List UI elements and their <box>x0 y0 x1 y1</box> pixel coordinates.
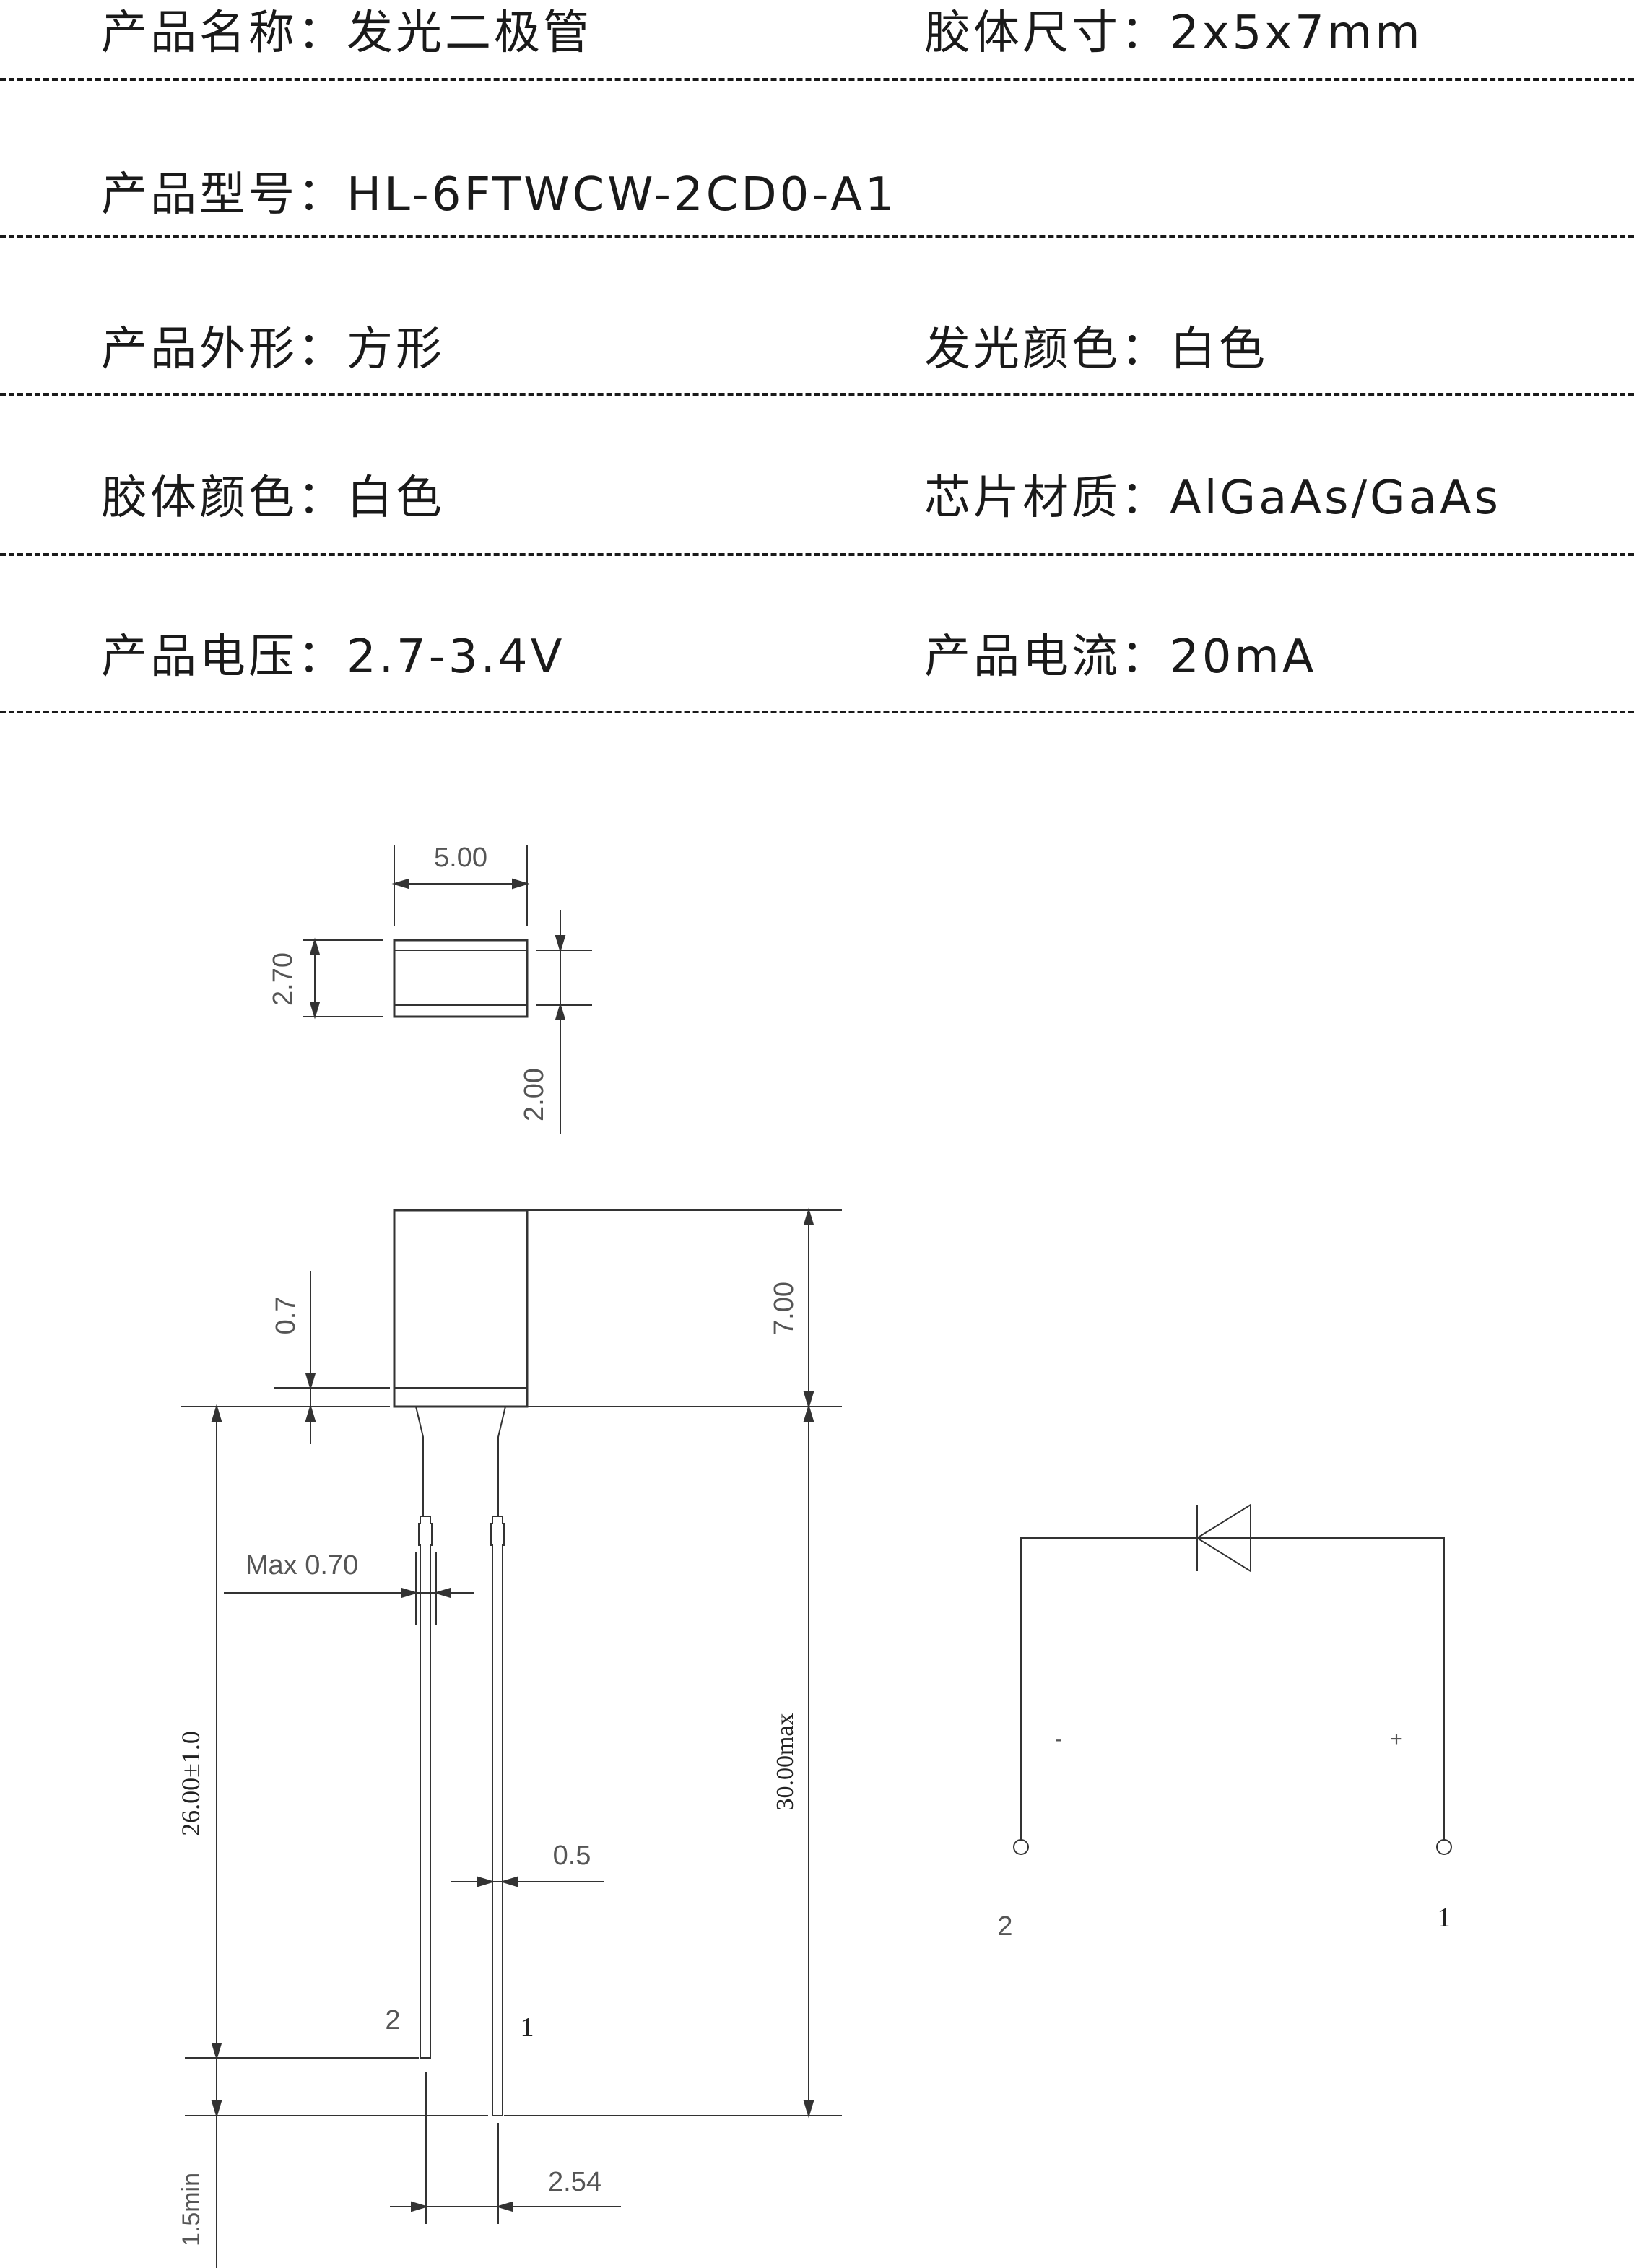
dim-lead-max: Max 0.70 <box>245 1550 358 1581</box>
dim-lead-width: 0.5 <box>553 1841 591 1871</box>
dim-depth: 2.00 <box>519 1068 549 1121</box>
pin2-label: 2 <box>385 2005 400 2035</box>
dim-pitch: 2.54 <box>548 2167 601 2197</box>
minus-sign: - <box>1055 1727 1062 1751</box>
side-view <box>181 1207 842 2268</box>
product-name: 产品名称：发光二极管 <box>101 6 592 60</box>
diode-schematic <box>1013 1503 1452 1855</box>
led-drawing: 5.00 2.70 2.00 0.7 7.00 Max 0.70 26.00±1… <box>176 843 1452 2268</box>
body-color: 胶体颜色：白色 <box>101 472 445 525</box>
schematic-pin2: 2 <box>997 1911 1012 1942</box>
chip-material: 芯片材质：AlGaAs/GaAs <box>924 472 1501 525</box>
dim-lead-length: 26.00±1.0 <box>176 1731 205 1836</box>
emit-color: 发光颜色：白色 <box>924 323 1268 376</box>
pin1-label: 1 <box>521 2012 534 2043</box>
dim-top-height: 2.70 <box>268 952 298 1006</box>
divider <box>0 235 1634 238</box>
dim-min: 1.5min <box>178 2173 205 2246</box>
divider <box>0 78 1634 81</box>
schematic-pin1: 1 <box>1438 1903 1451 1933</box>
dim-width: 5.00 <box>434 843 487 873</box>
top-view <box>303 845 592 1134</box>
plus-sign: + <box>1390 1727 1403 1751</box>
product-shape: 产品外形：方形 <box>101 323 445 376</box>
product-current: 产品电流：20mA <box>924 630 1317 684</box>
dim-flange: 0.7 <box>271 1297 301 1335</box>
divider <box>0 711 1634 713</box>
product-model: 产品型号：HL-6FTWCW-2CD0-A1 <box>101 168 898 222</box>
body-size: 胶体尺寸：2x5x7mm <box>924 6 1423 60</box>
divider <box>0 393 1634 396</box>
product-voltage: 产品电压：2.7-3.4V <box>101 630 565 684</box>
dim-total-length: 30.00max <box>772 1713 799 1810</box>
divider <box>0 553 1634 556</box>
dim-body-height: 7.00 <box>769 1282 799 1335</box>
